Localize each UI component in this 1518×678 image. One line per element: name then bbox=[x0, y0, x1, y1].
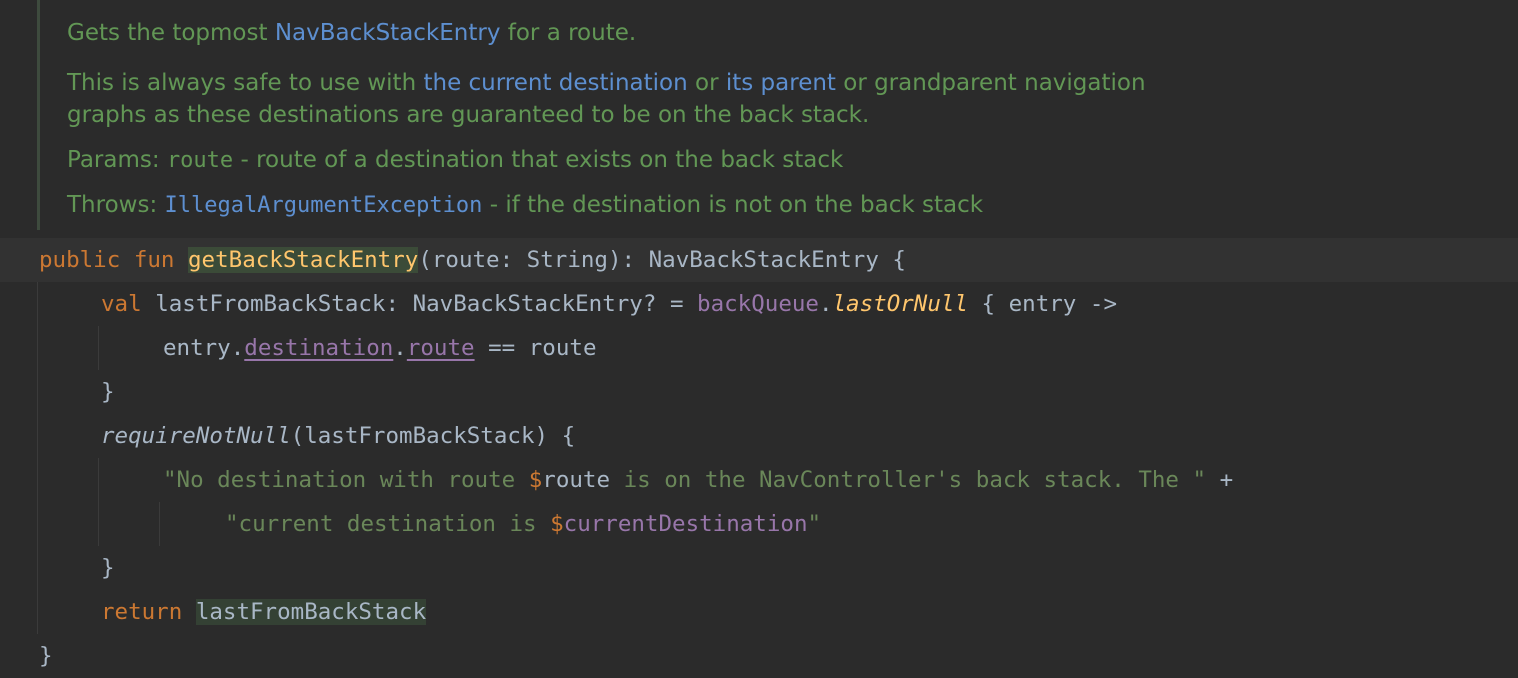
code-line-1[interactable]: public fun getBackStackEntry(route: Stri… bbox=[39, 238, 906, 282]
template-variable-route[interactable]: route bbox=[542, 467, 611, 493]
string-literal: is on the NavController's back stack. Th… bbox=[610, 467, 1207, 493]
call-args: (lastFromBackStack) { bbox=[290, 423, 576, 449]
code-line-3[interactable]: entry.destination.route == route bbox=[163, 326, 597, 370]
doc-throws-desc: - if the destination is not on the back … bbox=[482, 192, 984, 218]
template-variable-currentdestination[interactable]: currentDestination bbox=[563, 511, 808, 537]
template-dollar: $ bbox=[550, 511, 564, 537]
comparison: == route bbox=[474, 335, 597, 361]
property-route[interactable]: route bbox=[406, 335, 475, 361]
doc-summary-text-end: for a route. bbox=[500, 20, 637, 46]
doc-params-label: Params: bbox=[67, 147, 160, 173]
kdoc-popup: Gets the topmost NavBackStackEntry for a… bbox=[37, 0, 1518, 230]
function-requirenotnull[interactable]: requireNotNull bbox=[101, 423, 291, 449]
dot: . bbox=[393, 335, 407, 361]
doc-summary: Gets the topmost NavBackStackEntry for a… bbox=[67, 17, 636, 49]
dot: . bbox=[818, 291, 833, 317]
code-line-6[interactable]: "No destination with route $route is on … bbox=[163, 458, 1233, 502]
string-literal: "current destination is bbox=[225, 511, 551, 537]
code-line-2[interactable]: val lastFromBackStack: NavBackStackEntry… bbox=[101, 282, 1117, 326]
code-line-8[interactable]: } bbox=[101, 546, 115, 590]
entry-ref: entry. bbox=[163, 335, 245, 361]
doc-text: This is always safe to use with bbox=[67, 70, 424, 96]
extension-lastornull[interactable]: lastOrNull bbox=[832, 291, 968, 317]
function-signature: (route: String): NavBackStackEntry { bbox=[418, 247, 906, 273]
closing-brace: } bbox=[101, 555, 115, 581]
doc-text: or grandparent navigation bbox=[835, 70, 1146, 96]
keyword-return: return bbox=[101, 599, 183, 625]
doc-throws: Throws: IllegalArgumentException - if th… bbox=[67, 189, 983, 222]
doc-params: Params: route - route of a destination t… bbox=[67, 144, 843, 177]
doc-param-name: route bbox=[166, 148, 234, 173]
indent-guide bbox=[37, 282, 38, 634]
doc-paragraph-line2: graphs as these destinations are guarant… bbox=[67, 99, 869, 131]
lambda-start: { entry -> bbox=[967, 291, 1117, 317]
indent-guide bbox=[98, 458, 99, 546]
doc-link-illegalargumentexception[interactable]: IllegalArgumentException bbox=[164, 193, 483, 218]
doc-param-desc: - route of a destination that exists on … bbox=[233, 147, 844, 173]
closing-brace: } bbox=[39, 643, 53, 669]
doc-summary-text: Gets the topmost bbox=[67, 20, 275, 46]
code-line-7[interactable]: "current destination is $currentDestinat… bbox=[225, 502, 821, 546]
string-literal: "No destination with route bbox=[163, 467, 529, 493]
doc-paragraph-line1: This is always safe to use with the curr… bbox=[67, 67, 1146, 99]
doc-link-its-parent[interactable]: its parent bbox=[725, 70, 836, 96]
keyword-val: val bbox=[101, 291, 142, 317]
indent-guide bbox=[159, 502, 160, 546]
code-line-4[interactable]: } bbox=[101, 370, 115, 414]
doc-link-current-destination[interactable]: the current destination bbox=[423, 70, 688, 96]
property-backqueue[interactable]: backQueue bbox=[697, 291, 819, 317]
doc-throws-label: Throws: bbox=[67, 192, 158, 218]
template-dollar: $ bbox=[528, 467, 543, 493]
doc-link-navbackstackentry[interactable]: NavBackStackEntry bbox=[274, 20, 501, 46]
code-line-5[interactable]: requireNotNull(lastFromBackStack) { bbox=[101, 414, 575, 458]
variable-declaration: lastFromBackStack: NavBackStackEntry? = bbox=[155, 291, 698, 317]
keyword-public: public bbox=[39, 247, 121, 273]
code-line-9[interactable]: return lastFromBackStack bbox=[101, 590, 427, 634]
indent-guide bbox=[98, 326, 99, 370]
doc-text: or bbox=[687, 70, 726, 96]
property-destination[interactable]: destination bbox=[244, 335, 394, 361]
operator-plus: + bbox=[1206, 467, 1234, 493]
function-name[interactable]: getBackStackEntry bbox=[188, 247, 419, 273]
string-literal: " bbox=[807, 511, 822, 537]
variable-lastfrombackstack[interactable]: lastFromBackStack bbox=[195, 599, 427, 625]
doc-text: graphs as these destinations are guarant… bbox=[67, 102, 870, 128]
keyword-fun: fun bbox=[133, 247, 175, 273]
closing-brace: } bbox=[101, 379, 115, 405]
code-line-10[interactable]: } bbox=[39, 634, 53, 678]
